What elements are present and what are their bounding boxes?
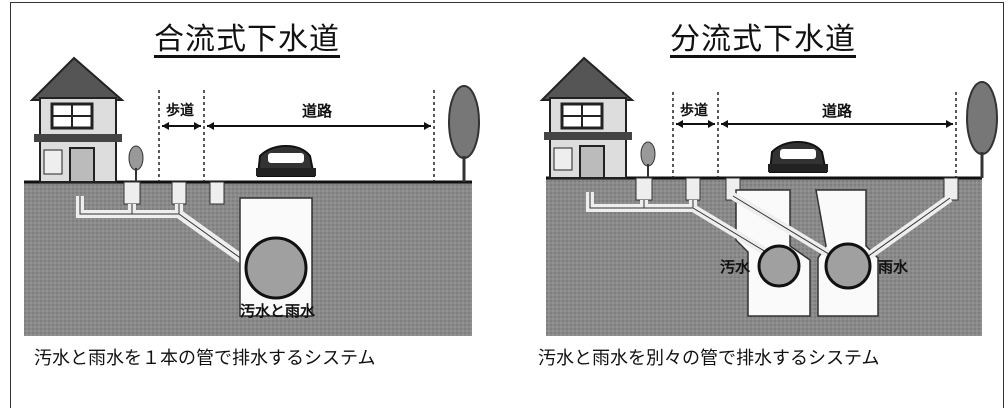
house-inlet xyxy=(123,181,141,205)
house-icon xyxy=(539,56,635,179)
house-icon xyxy=(29,56,125,183)
road-label: 道路 xyxy=(822,102,853,120)
shrub-icon xyxy=(640,141,656,178)
combined-main-pipe xyxy=(244,236,308,300)
house-inlet xyxy=(635,177,653,201)
sewage-pipe xyxy=(757,244,801,288)
combined-caption: 汚水と雨水を１本の管で排水するシステム xyxy=(34,348,376,369)
sidewalk-label: 歩道 xyxy=(680,103,708,119)
combined-title: 合流式下水道 xyxy=(154,22,340,57)
diagram-frame xyxy=(10,2,1004,408)
car-icon xyxy=(768,140,828,173)
separate-caption: 汚水と雨水を別々の管で排水するシステム xyxy=(538,348,880,369)
road-inlet xyxy=(209,181,225,205)
rain-pipe xyxy=(824,242,872,290)
sidewalk-label: 歩道 xyxy=(166,103,194,119)
sewage-label: 汚水 xyxy=(720,258,751,276)
sidewalk-inlet xyxy=(685,177,701,201)
car-icon xyxy=(256,144,316,177)
separate-sewer-diagram xyxy=(539,56,998,336)
rain-label: 雨水 xyxy=(878,258,909,276)
combined-pipe-label: 汚水と雨水 xyxy=(240,302,316,320)
tree-icon xyxy=(448,85,480,182)
shrub-icon xyxy=(128,145,144,182)
sidewalk-inlet xyxy=(171,181,187,205)
separate-sewer-panel: 分流式下水道 xyxy=(530,0,1000,410)
tree-icon xyxy=(966,81,998,178)
combined-sewer-panel: 合流式下水道 xyxy=(24,0,494,410)
combined-sewer-diagram xyxy=(24,56,480,336)
road-label: 道路 xyxy=(302,102,333,120)
separate-title: 分流式下水道 xyxy=(670,22,856,57)
